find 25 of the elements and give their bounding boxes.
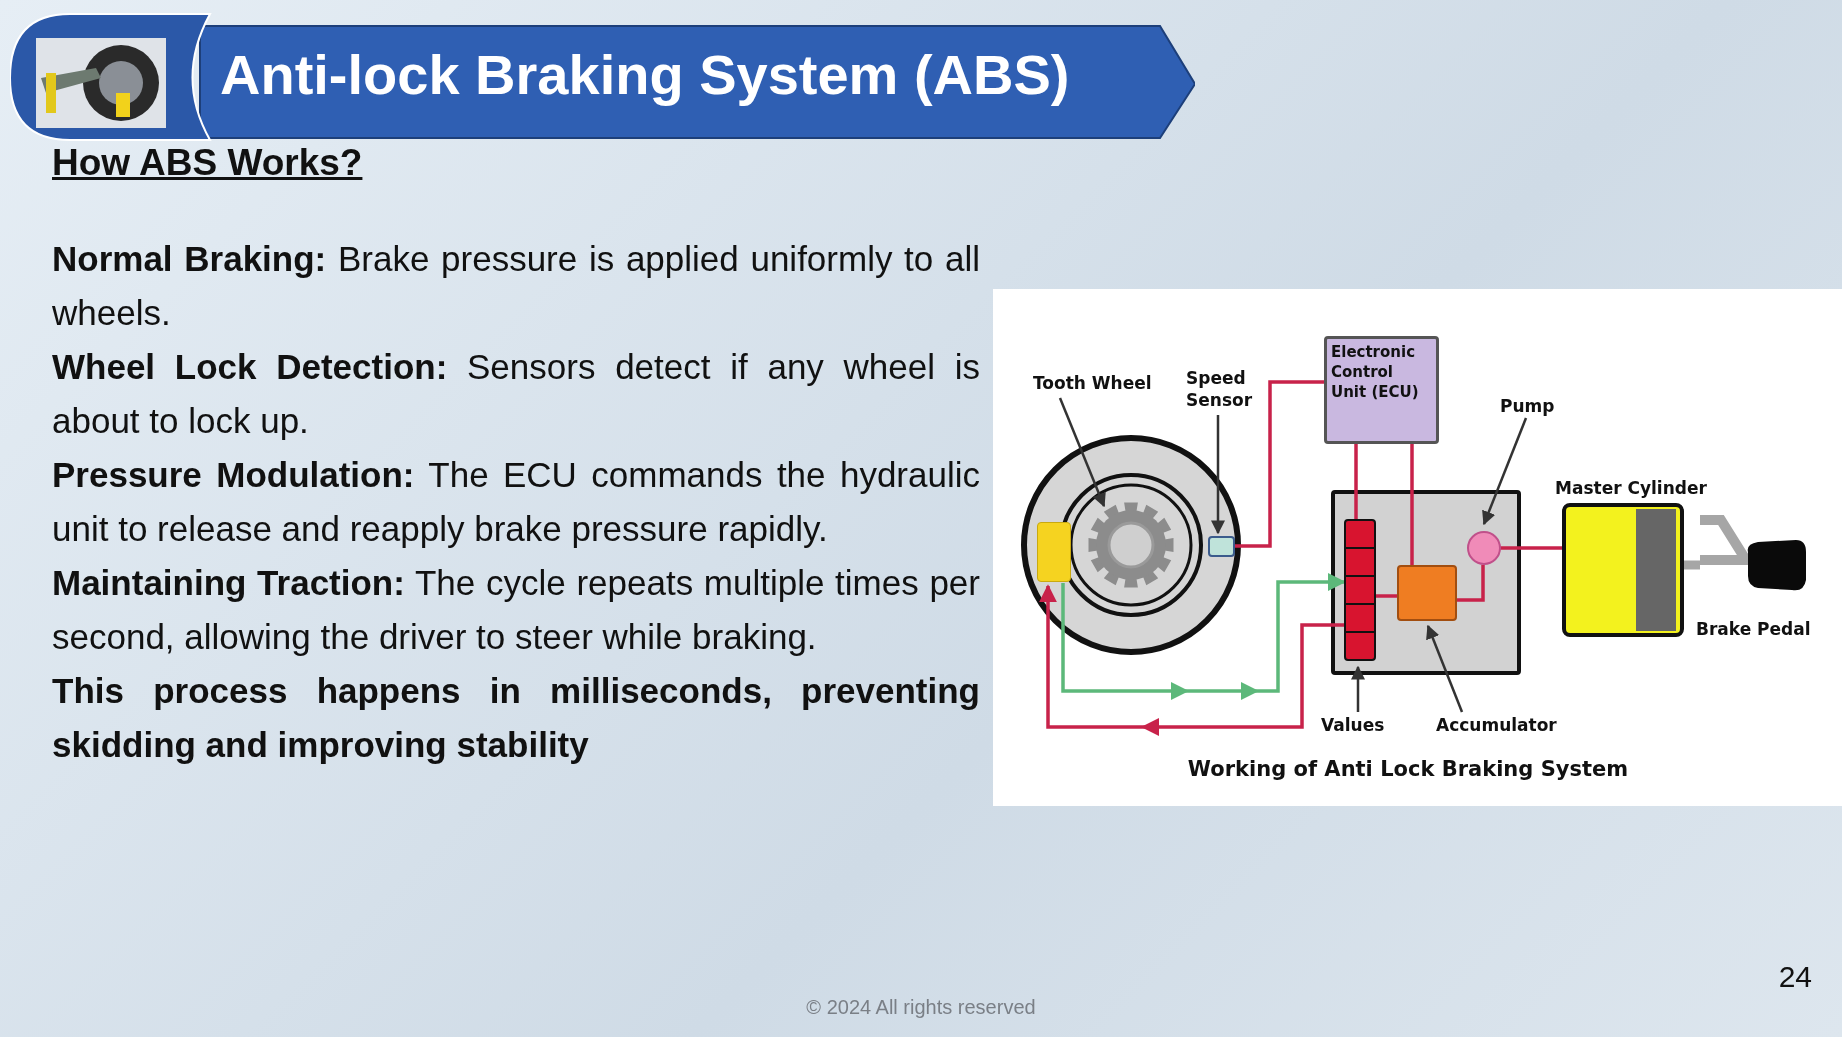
diagram-caption: Working of Anti Lock Braking System <box>1186 758 1630 780</box>
valve-block <box>1344 519 1376 661</box>
slide-title: Anti-lock Braking System (ABS) <box>220 42 1070 108</box>
part-label: Tooth Wheel <box>1033 372 1158 396</box>
part-label: Pump <box>1500 395 1556 417</box>
part-label: Master Cylinder <box>1555 477 1707 499</box>
hydraulic-unit-box <box>1331 490 1521 675</box>
accumulator-box <box>1397 565 1457 621</box>
part-label: Accumulator <box>1436 714 1558 738</box>
footer-text: © 2024 All rights reserved <box>805 996 1037 1019</box>
speed-sensor-icon <box>1208 536 1235 557</box>
summary-text: This process happens in milliseconds, preventing skidding and improving stability <box>52 670 980 766</box>
part-label: Values <box>1321 714 1387 738</box>
control-unit-box: Electronic Control Unit (ECU) <box>1324 336 1439 444</box>
part-label: Speed Sensor <box>1186 367 1256 413</box>
pump-icon <box>1467 531 1501 565</box>
brake-caliper <box>1037 522 1071 582</box>
paragraph: Normal Braking: Brake pressure is applied uniformly to all wheels. <box>52 238 980 334</box>
paragraph: Maintaining Traction: The cycle repeats multiple times per second, allowing the driver to steer while braking. <box>52 562 980 658</box>
tooth-wheel-drawing <box>1088 502 1174 588</box>
page-number: 24 <box>1778 960 1812 994</box>
section-heading: How ABS Works? <box>52 142 363 184</box>
paragraph: Wheel Lock Detection: Sensors detect if any wheel is about to lock up. <box>52 346 980 442</box>
paragraph: Pressure Modulation: The ECU commands the hydraulic unit to release and reapply brake pressure rapidly. <box>52 454 980 550</box>
part-label: Brake Pedal <box>1696 618 1811 640</box>
